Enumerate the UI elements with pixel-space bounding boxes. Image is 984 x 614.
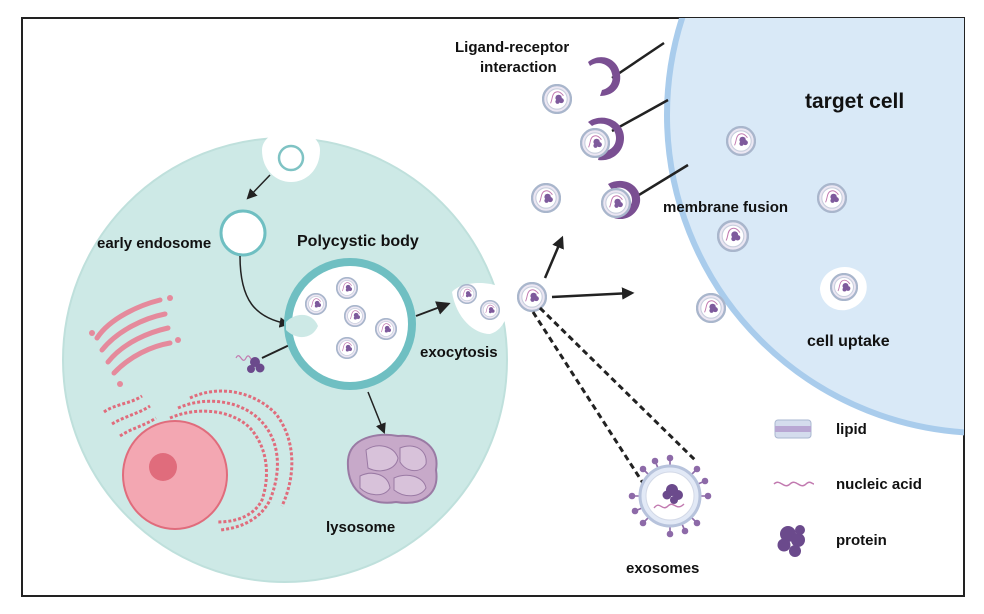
exocytosis-label: exocytosis (420, 344, 498, 361)
exosome-1 (542, 84, 572, 114)
released-exosome (517, 282, 547, 312)
polycystic-body (284, 258, 416, 390)
arrow-to-target-cell (551, 287, 635, 300)
exocytosis-site (452, 283, 510, 334)
exosomes-label: exosomes (626, 560, 699, 577)
legend-label-nucleic-acid: nucleic acid (836, 476, 922, 493)
cell-uptake-label: cell uptake (807, 333, 890, 350)
exosome-4 (601, 188, 631, 218)
exosome-2 (580, 128, 610, 158)
early-endosome (219, 209, 267, 257)
exosome-5 (726, 126, 756, 156)
legend-label-lipid: lipid (836, 421, 867, 438)
legend: lipid nucleic acid protein (773, 419, 922, 557)
ligand-receptor-label-line2: interaction (480, 59, 557, 76)
endocytosis-pit (262, 130, 320, 182)
arrow-to-ligand-receptor (543, 235, 564, 279)
polycystic-body-label: Polycystic body (297, 233, 419, 250)
exosome-detail (628, 454, 712, 538)
early-endosome-label: early endosome (97, 235, 211, 252)
protein-cargo (235, 355, 265, 373)
membrane-fusion-label: membrane fusion (663, 199, 788, 216)
target-cell-label: target cell (805, 90, 904, 113)
arrow-endosome-to-mvb (239, 255, 291, 328)
exosome-3 (531, 183, 561, 213)
exosome-8 (696, 293, 726, 323)
nucleic-acid-icon (773, 481, 815, 487)
exosome-6 (817, 183, 847, 213)
arrow-mvb-to-exocytosis (415, 301, 451, 317)
nucleus (122, 420, 228, 530)
ligand-receptor-label-line1: Ligand-receptor (455, 39, 569, 56)
lysosome (346, 433, 438, 504)
zoom-line-right (538, 306, 697, 462)
protein-icon (777, 525, 805, 557)
endoplasmic-reticulum (103, 389, 294, 532)
lysosome-label: lysosome (326, 519, 395, 536)
target-cell (664, 18, 964, 436)
receptors (611, 41, 689, 200)
legend-label-protein: protein (836, 532, 887, 549)
arrow-pit-to-endosome (246, 174, 271, 200)
zoom-line-left (531, 311, 652, 495)
golgi-apparatus (89, 295, 181, 387)
exosome-7 (717, 220, 749, 252)
nucleolus (149, 453, 177, 481)
arrow-mvb-to-lysosome (367, 391, 386, 434)
lipid-bilayer-icon (774, 419, 812, 439)
receptor-cups (588, 57, 641, 220)
cell-uptake-pocket (820, 266, 867, 311)
